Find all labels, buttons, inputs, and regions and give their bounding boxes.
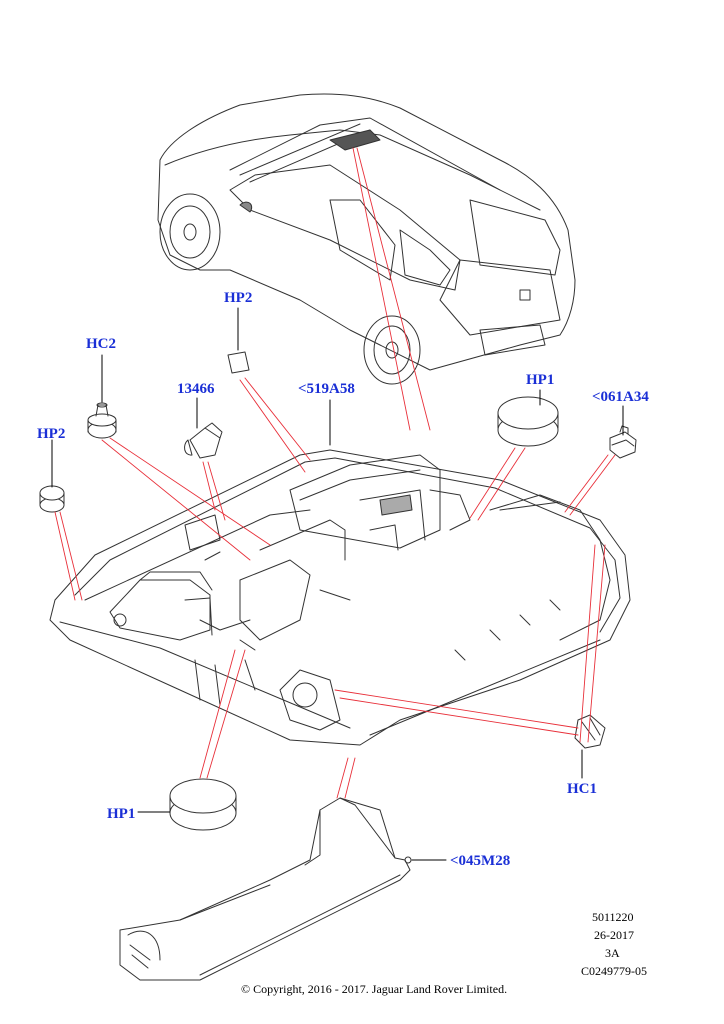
callout-hc2[interactable]: HC2 — [86, 336, 116, 352]
plug-hp2-left — [39, 485, 65, 513]
reference-date: 26-2017 — [594, 928, 634, 942]
copyright-notice: © Copyright, 2016 - 2017. Jaguar Land Ro… — [241, 982, 508, 996]
callout-hp2-left[interactable]: HP2 — [37, 426, 66, 442]
plug-hp1-bottom — [169, 778, 237, 831]
callout-519a58[interactable]: <519A58 — [298, 381, 355, 397]
switch-061a34 — [609, 425, 637, 459]
callout-hp1-top[interactable]: HP1 — [526, 372, 555, 388]
leader-lines-black — [51, 307, 624, 861]
callout-hp2-top[interactable]: HP2 — [224, 290, 253, 306]
plug-hp2-top — [227, 351, 250, 374]
callout-hp1-bottom[interactable]: HP1 — [107, 806, 136, 822]
plug-hp1-top — [497, 396, 559, 447]
overhead-console-housing — [49, 449, 631, 746]
callout-045m28[interactable]: <045M28 — [450, 853, 511, 869]
clip-hc2 — [87, 402, 117, 439]
reference-number: 5011220 — [592, 910, 634, 924]
bulb-holder-13466 — [184, 422, 223, 459]
reference-revision: 3A — [605, 946, 620, 960]
callout-061a34[interactable]: <061A34 — [592, 389, 649, 405]
leader-lines-red — [54, 147, 616, 799]
vehicle-illustration — [157, 93, 576, 385]
callout-hc1[interactable]: HC1 — [567, 781, 597, 797]
callout-13466[interactable]: 13466 — [177, 381, 215, 397]
reference-code: C0249779-05 — [581, 964, 647, 978]
trim-cover-045m28 — [119, 797, 412, 981]
